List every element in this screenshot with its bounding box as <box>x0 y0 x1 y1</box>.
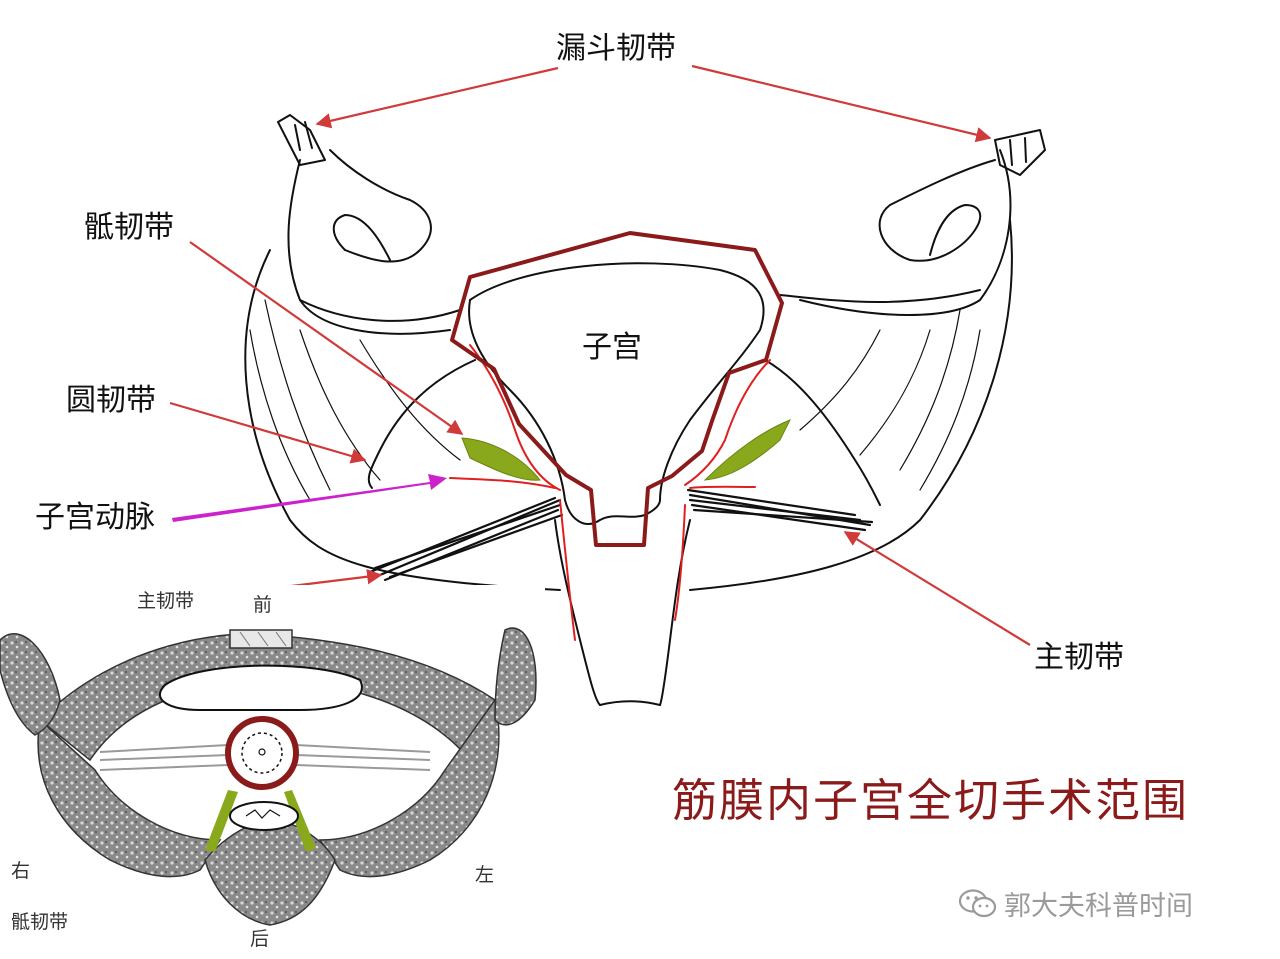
label-cardinal-ligament: 主韧带 <box>1034 640 1124 675</box>
figure-title: 筋膜内子宫全切手术范围 <box>672 774 1190 827</box>
uterus-anatomy-drawing <box>244 114 1046 706</box>
pelvis-cross-section-inset <box>0 585 545 959</box>
uterosacral-ligament-shapes <box>461 419 792 481</box>
label-infundibulopelvic-ligament: 漏斗韧带 <box>556 31 676 66</box>
inset-label-uterosacral-ligament: 骶韧带 <box>11 911 69 933</box>
label-uterosacral-ligament: 骶韧带 <box>84 210 174 245</box>
inset-label-left: 左 <box>475 864 495 886</box>
label-uterus: 子宫 <box>582 330 642 365</box>
excision-scope-outline <box>450 231 784 547</box>
cardinal-ligament-bands <box>368 488 874 582</box>
wechat-icon <box>958 888 997 917</box>
label-uterine-artery: 子宫动脉 <box>35 500 155 535</box>
inset-label-cardinal-ligament: 主韧带 <box>137 590 195 612</box>
inset-label-posterior: 后 <box>250 928 270 950</box>
inset-label-anterior: 前 <box>253 594 273 616</box>
uterine-artery-arrow <box>172 474 447 522</box>
watermark: 郭大夫科普时间 <box>958 884 1193 923</box>
inset-label-right: 右 <box>11 860 31 882</box>
watermark-text: 郭大夫科普时间 <box>1004 891 1193 922</box>
uterine-artery-branches <box>449 344 771 641</box>
label-round-ligament: 圆韧带 <box>66 383 156 418</box>
